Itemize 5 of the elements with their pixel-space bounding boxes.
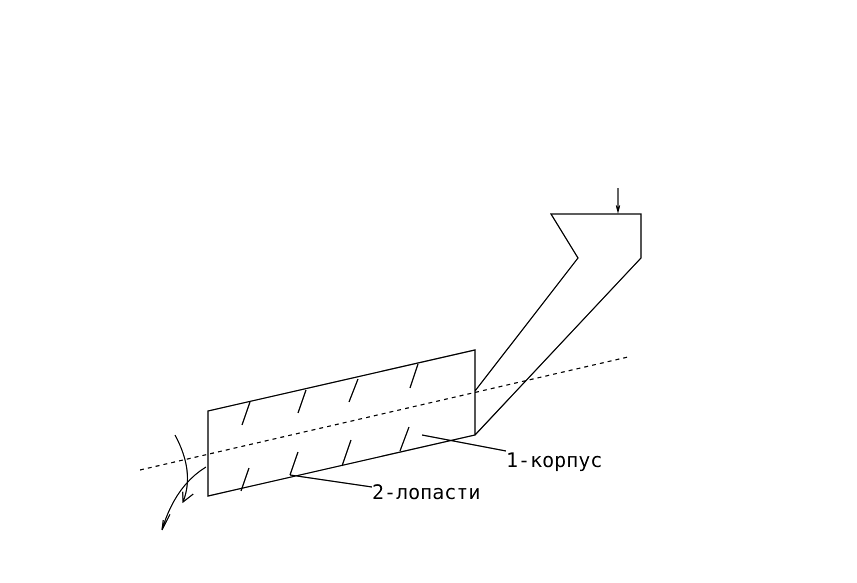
paddle-blade [289,452,299,476]
leader-line [422,434,506,452]
callout-label: 2-лопасти [372,482,480,502]
callout-label: 1-корпус [506,450,602,470]
leader-line [290,474,372,488]
